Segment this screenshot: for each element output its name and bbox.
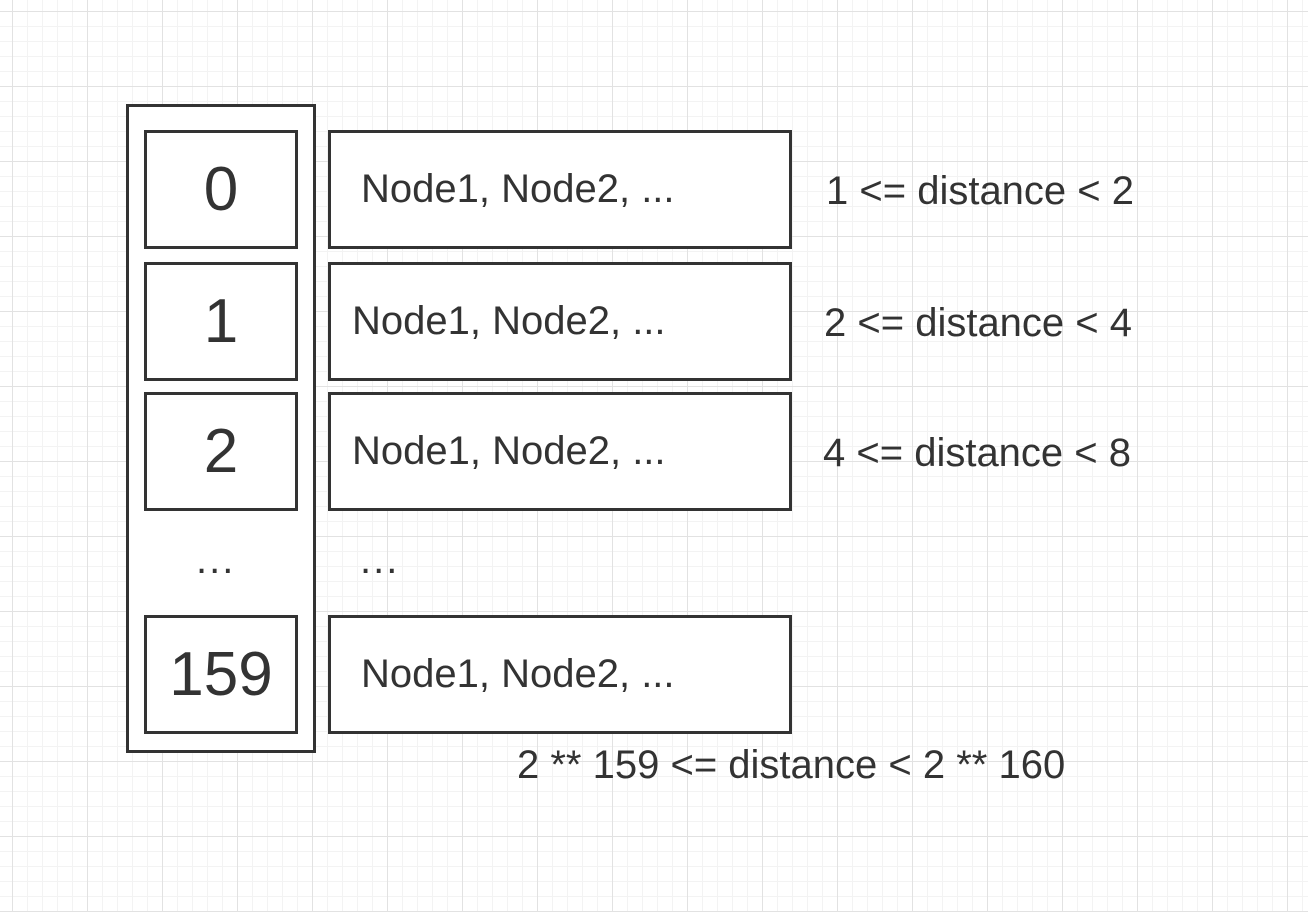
bucket-index-label: 0 [203, 155, 239, 224]
distance-range-159: 2 ** 159 <= distance < 2 ** 160 [517, 743, 1066, 787]
bucket-node-list-159: Node1, Node2, ... [328, 615, 792, 734]
bucket-index-label: 159 [169, 640, 273, 709]
distance-range-2: 4 <= distance < 8 [823, 431, 1132, 475]
distance-range-0: 1 <= distance < 2 [826, 169, 1135, 213]
bucket-index-label: 1 [203, 287, 239, 356]
bucket-index-1: 1 [144, 262, 298, 381]
node-list-label: Node1, Node2, ... [361, 652, 675, 696]
distance-range-1: 2 <= distance < 4 [824, 301, 1133, 345]
node-list-label: Node1, Node2, ... [361, 167, 675, 211]
bucket-node-list-1: Node1, Node2, ... [328, 262, 792, 381]
bucket-index-159: 159 [144, 615, 298, 734]
bucket-index-0: 0 [144, 130, 298, 249]
bucket-node-list-2: Node1, Node2, ... [328, 392, 792, 511]
index-ellipsis: ... [196, 538, 236, 582]
nodes-ellipsis: ... [360, 538, 400, 582]
bucket-index-label: 2 [203, 417, 239, 486]
node-list-label: Node1, Node2, ... [352, 299, 666, 343]
bucket-node-list-0: Node1, Node2, ... [328, 130, 792, 249]
bucket-index-2: 2 [144, 392, 298, 511]
node-list-label: Node1, Node2, ... [352, 429, 666, 473]
